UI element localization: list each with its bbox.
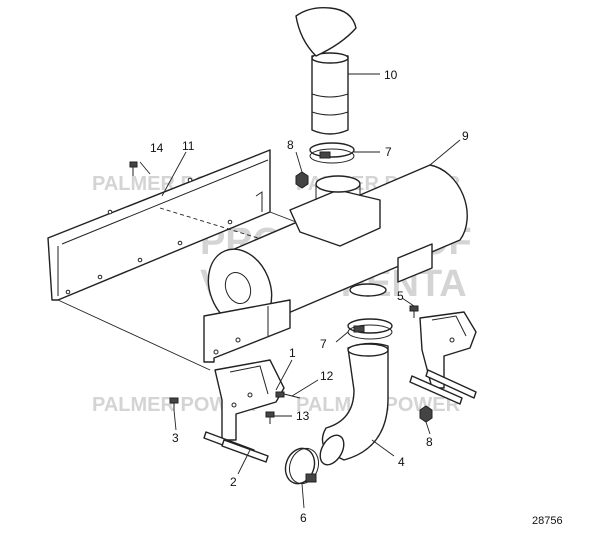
callout-1: 1 <box>289 346 296 360</box>
callout-3: 3 <box>172 431 179 445</box>
callout-14: 14 <box>150 141 164 155</box>
nut-lower <box>419 405 433 423</box>
band-clamp <box>284 447 320 485</box>
callout-numbers: 1 2 3 4 5 6 7 7 8 8 9 10 11 12 13 14 <box>150 68 469 525</box>
elbow-pipe <box>319 342 389 466</box>
bolts-lower-left <box>203 431 269 463</box>
callout-8-upper: 8 <box>287 138 294 152</box>
leader-lines <box>139 73 461 509</box>
reference-number: 28756 <box>532 515 563 527</box>
callout-7-upper: 7 <box>385 145 392 159</box>
clamp-upper <box>309 142 355 164</box>
clamp-lower <box>347 318 393 340</box>
screw-5 <box>409 305 419 318</box>
bracket-lower <box>214 359 285 441</box>
exhaust-outlet-pipe <box>295 6 357 135</box>
callout-7-lower: 7 <box>320 337 327 351</box>
callout-5: 5 <box>397 289 404 303</box>
callout-9: 9 <box>462 129 469 143</box>
mounting-plate <box>47 149 271 301</box>
callout-2: 2 <box>230 475 237 489</box>
alignment-line-plate <box>159 207 259 239</box>
screw-upper <box>129 161 138 176</box>
bolts-right <box>409 369 477 405</box>
callout-13: 13 <box>296 409 310 423</box>
screw-13 <box>265 411 275 424</box>
callout-6: 6 <box>300 511 307 525</box>
frame-line-1 <box>57 299 211 371</box>
silencer <box>207 164 468 328</box>
bracket-right <box>419 311 477 389</box>
callout-10: 10 <box>384 68 398 82</box>
callout-11: 11 <box>182 139 195 153</box>
callout-12: 12 <box>320 369 334 383</box>
callout-4: 4 <box>398 455 405 469</box>
callout-8-lower: 8 <box>426 435 433 449</box>
nut-upper <box>295 171 309 189</box>
silencer-bracket-left <box>203 299 291 363</box>
screw-3 <box>169 397 179 410</box>
